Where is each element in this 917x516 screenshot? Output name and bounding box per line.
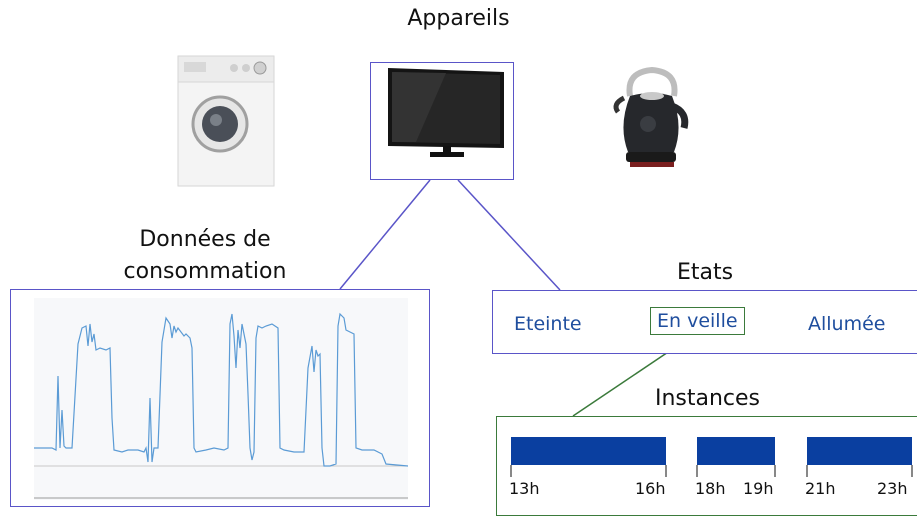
washing-machine-icon <box>177 55 275 187</box>
instance-interval-2 <box>697 437 775 465</box>
consumption-line <box>34 312 408 467</box>
tick-label-19h: 19h <box>743 479 774 498</box>
instance-interval-3 <box>807 437 912 465</box>
tick-label-16h: 16h <box>635 479 666 498</box>
consumption-title-line2: consommation <box>123 259 287 284</box>
states-title: Etats <box>676 260 734 285</box>
consumption-chart <box>34 298 408 500</box>
instance-interval-1 <box>511 437 666 465</box>
instances-title: Instances <box>654 386 761 411</box>
tick-label-18h: 18h <box>695 479 726 498</box>
state-allumee[interactable]: Allumée <box>808 313 886 335</box>
tick-label-23h: 23h <box>877 479 908 498</box>
consumption-title-line1: Données de <box>139 227 271 252</box>
devices-title: Appareils <box>407 6 510 31</box>
state-eteinte[interactable]: Eteinte <box>514 313 582 335</box>
tick-label-13h: 13h <box>509 479 540 498</box>
kettle-icon <box>613 66 689 167</box>
connector-tv-to-states <box>457 179 561 291</box>
connector-tv-to-consumption <box>339 179 431 290</box>
states-box <box>492 290 917 354</box>
television-icon <box>388 68 504 157</box>
consumption-title: Données de consommation <box>85 224 325 288</box>
state-en-veille[interactable]: En veille <box>650 307 745 335</box>
tick-label-21h: 21h <box>805 479 836 498</box>
